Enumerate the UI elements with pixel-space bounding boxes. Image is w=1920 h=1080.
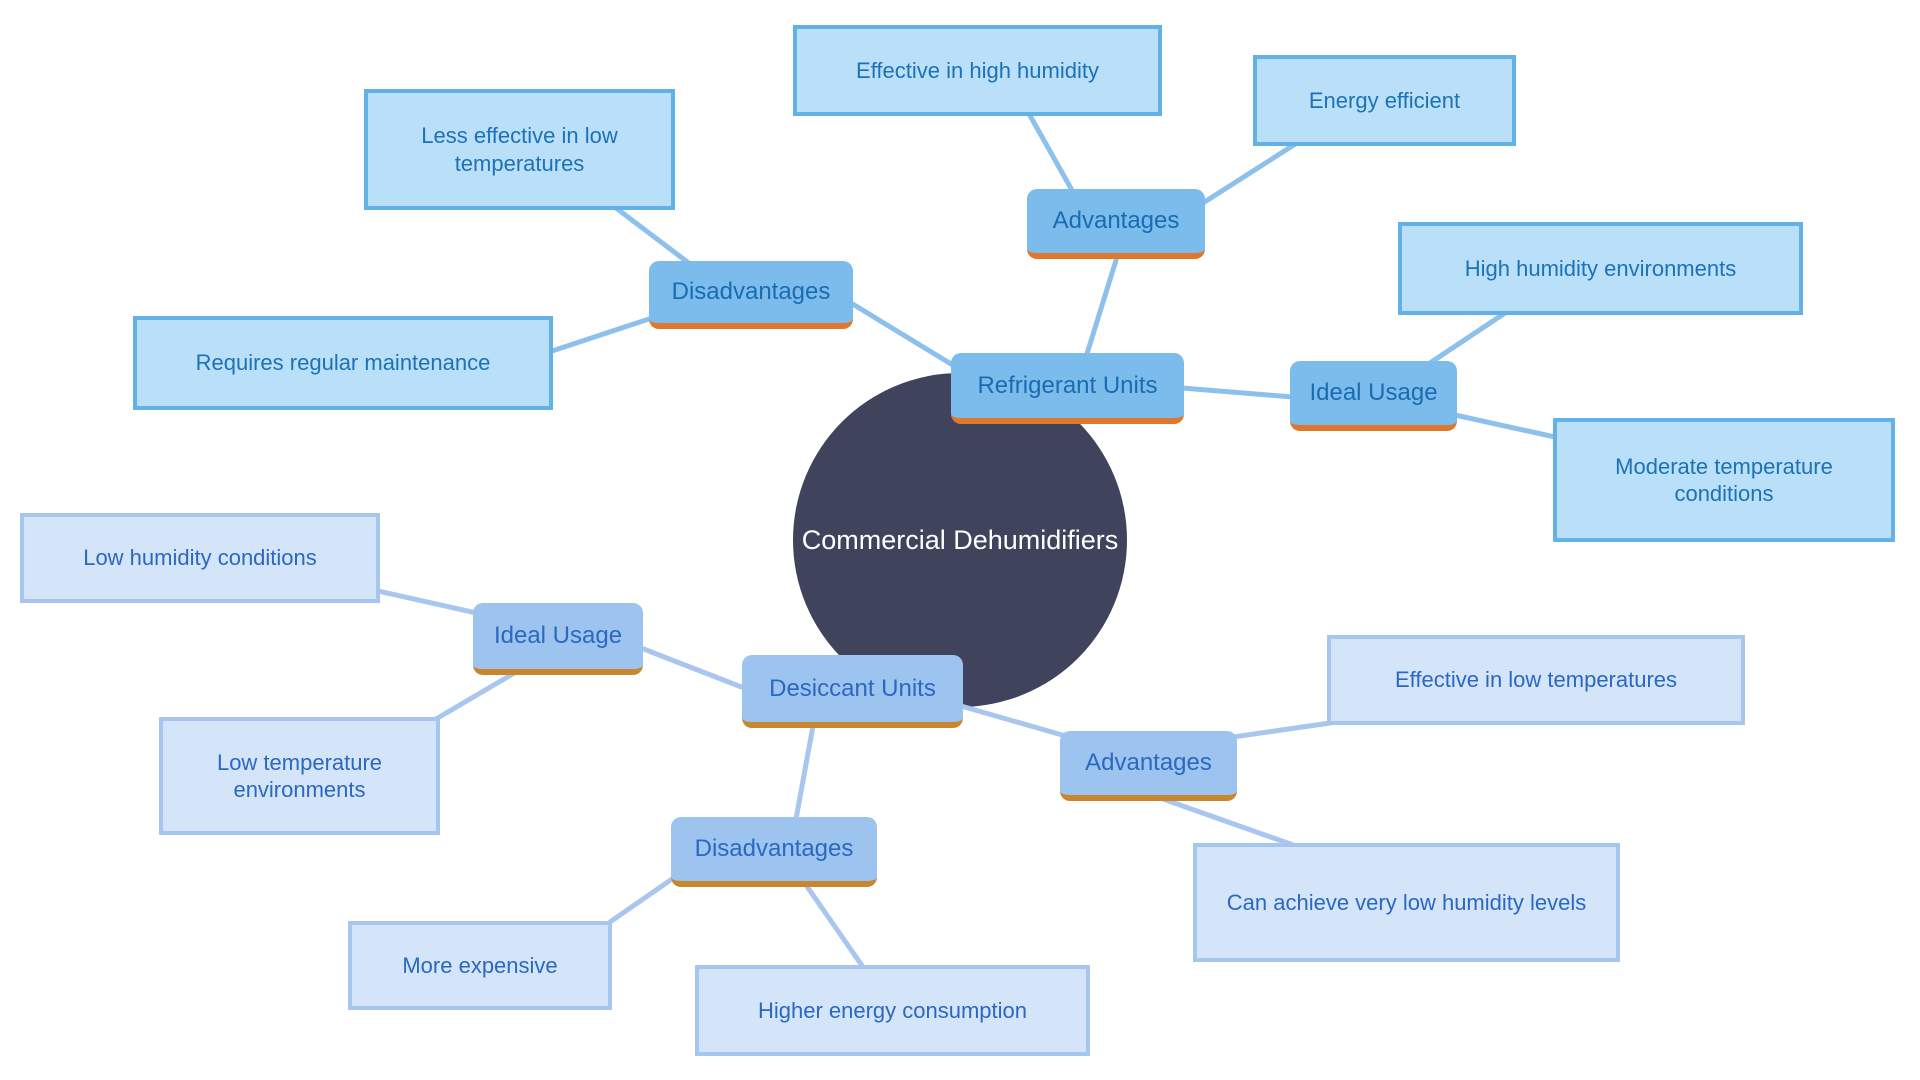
node-refrigerant-ideal-usage-label: Ideal Usage — [1309, 379, 1438, 406]
edge-ideal-usage-moderate-temp — [1452, 412, 1558, 440]
center-node: Commercial Dehumidifiers — [793, 373, 1127, 707]
leaf-less-effective-low-temperatures: Less effective in low temperatures — [364, 89, 675, 210]
node-refrigerant-disadvantages: Disadvantages — [649, 261, 853, 329]
node-desiccant-advantages-label: Advantages — [1085, 749, 1212, 776]
node-desiccant-disadvantages-label: Disadvantages — [694, 835, 854, 862]
edge-advantages-effective-high-humidity — [1025, 109, 1076, 195]
edge-refrigerant-ideal-usage — [1179, 385, 1296, 400]
leaf-higher-energy-consumption: Higher energy consumption — [695, 965, 1090, 1056]
edge-advantages-energy-efficient — [1200, 138, 1303, 206]
edge-desiccant-ideal-usage — [638, 645, 747, 691]
leaf-requires-regular-maintenance: Requires regular maintenance — [133, 316, 553, 410]
leaf-label: Can achieve very low humidity levels — [1226, 889, 1587, 915]
edge-refrigerant-disadvantages — [848, 300, 959, 370]
leaf-label: Requires regular maintenance — [195, 350, 491, 376]
edge-desiccant-disadvantages — [793, 723, 816, 822]
node-refrigerant-units: Refrigerant Units — [951, 353, 1184, 424]
leaf-label: Energy efficient — [1308, 87, 1461, 113]
leaf-label: Higher energy consumption — [757, 997, 1028, 1023]
leaf-effective-in-high-humidity: Effective in high humidity — [793, 25, 1162, 116]
leaf-can-achieve-very-low-humidity: Can achieve very low humidity levels — [1193, 843, 1620, 962]
edge-ideal-usage-high-humidity-env — [1427, 310, 1508, 366]
leaf-energy-efficient: Energy efficient — [1253, 55, 1516, 146]
center-node-label: Commercial Dehumidifiers — [801, 524, 1119, 555]
edge-disadvantages-more-expensive — [607, 876, 675, 925]
node-refrigerant-disadvantages-label: Disadvantages — [671, 278, 831, 305]
leaf-label: Moderate temperature conditions — [1615, 453, 1833, 507]
leaf-low-temperature-environments: Low temperature environments — [159, 717, 440, 835]
leaf-label: High humidity environments — [1464, 255, 1737, 281]
node-refrigerant-units-label: Refrigerant Units — [977, 371, 1158, 399]
leaf-more-expensive: More expensive — [348, 921, 612, 1010]
node-desiccant-units: Desiccant Units — [742, 655, 963, 728]
leaf-label: Effective in high humidity — [856, 57, 1099, 83]
leaf-label: Less effective in low temperatures — [421, 123, 618, 176]
leaf-label: Low humidity conditions — [83, 545, 317, 571]
edge-disadvantages-less-effective — [609, 202, 693, 267]
leaf-effective-in-low-temperatures: Effective in low temperatures — [1327, 635, 1745, 725]
node-refrigerant-advantages: Advantages — [1027, 189, 1205, 259]
leaf-moderate-temperature-conditions: Moderate temperature conditions — [1553, 418, 1895, 542]
edge-advantages-effective-low-temp — [1230, 719, 1340, 740]
leaf-label: Effective in low temperatures — [1394, 667, 1678, 693]
leaf-label: Low temperature environments — [216, 749, 383, 803]
edge-disadvantages-higher-energy — [803, 882, 866, 970]
edge-disadvantages-requires-maintenance — [546, 315, 655, 355]
edge-advantages-can-achieve — [1160, 796, 1299, 849]
leaf-low-humidity-conditions: Low humidity conditions — [20, 513, 380, 603]
node-desiccant-advantages: Advantages — [1060, 731, 1237, 801]
node-desiccant-ideal-usage-label: Ideal Usage — [493, 622, 623, 649]
node-refrigerant-ideal-usage: Ideal Usage — [1290, 361, 1457, 431]
edge-ideal-usage-low-temp-env — [433, 669, 519, 722]
node-refrigerant-advantages-label: Advantages — [1052, 207, 1180, 234]
node-desiccant-units-label: Desiccant Units — [769, 674, 936, 702]
node-desiccant-disadvantages: Disadvantages — [671, 817, 877, 887]
edge-ideal-usage-low-humidity — [375, 588, 493, 619]
leaf-high-humidity-environments: High humidity environments — [1398, 222, 1803, 315]
leaf-label: More expensive — [402, 952, 558, 978]
node-desiccant-ideal-usage: Ideal Usage — [473, 603, 643, 675]
edge-refrigerant-advantages — [1083, 254, 1120, 360]
